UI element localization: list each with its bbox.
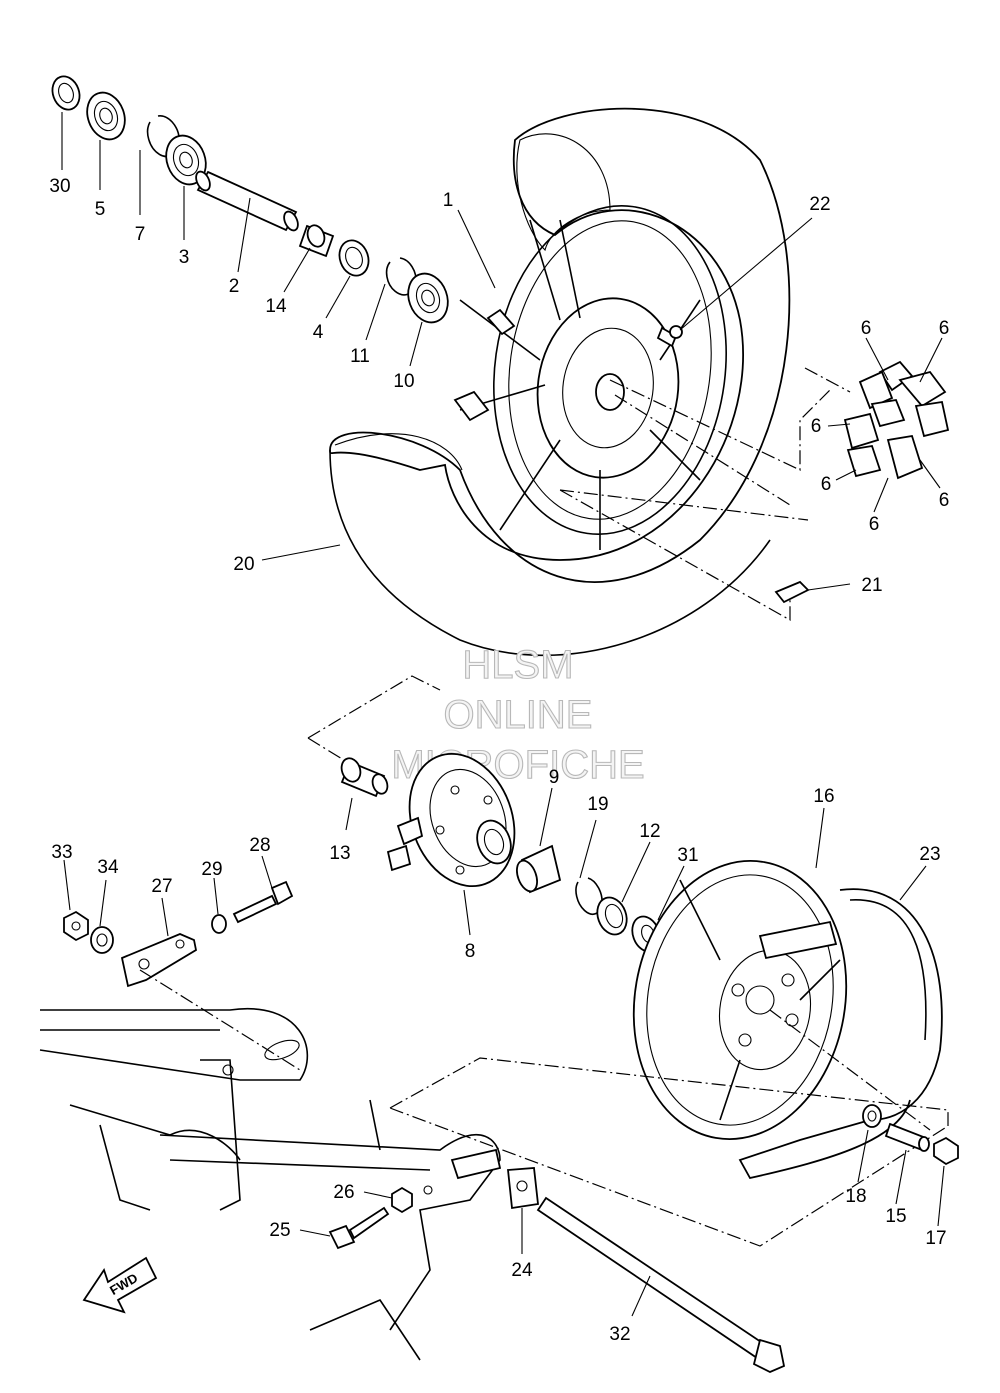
callout-23: 23 [919,844,940,865]
callout-10: 10 [393,371,414,392]
callout-6-e: 6 [869,514,880,535]
callout-6-c: 6 [811,416,822,437]
fwd-arrow: FWD [82,1256,158,1314]
part-10-bearing [407,272,449,324]
callout-15: 15 [885,1206,906,1227]
axle-hardware [299,1104,959,1373]
pulley-group [389,807,949,1247]
callout-30: 30 [49,176,70,197]
callout-26: 26 [333,1182,354,1203]
callout-labels: 30 5 7 3 2 14 4 11 10 1 22 6 6 6 6 6 6 2… [49,176,949,1345]
part-3-bearing [165,134,207,186]
callout-12: 12 [639,821,660,842]
part-17-nut [933,1136,959,1166]
callout-28: 28 [249,835,270,856]
part-34-washer [90,926,114,954]
part-5-bearing [86,91,126,141]
callout-6-f: 6 [939,490,950,511]
callout-2: 2 [229,276,240,297]
part-16-pulley [632,860,848,1140]
part-8-hub [386,752,516,888]
part-22-valve [656,325,683,348]
callout-1: 1 [443,190,454,211]
callout-20: 20 [233,554,254,575]
part-25-bolt [328,1206,390,1250]
callout-4: 4 [313,322,324,343]
part-15-bolt [884,1122,930,1152]
callout-22: 22 [809,194,830,215]
part-33-nut [63,910,89,942]
part-32-axle [536,1196,786,1373]
callout-32: 32 [609,1324,630,1345]
wheel-assembly [261,107,851,657]
callout-3: 3 [179,247,190,268]
callout-34: 34 [97,857,119,878]
part-23-belt [738,888,943,1180]
part-9-bearing [516,844,562,894]
part-2-spacer-tube [195,170,299,232]
part-21-balance-weight [774,580,810,604]
callout-18: 18 [845,1186,866,1207]
part-4-needle-bearing [338,239,370,277]
callout-25: 25 [269,1220,290,1241]
callout-6-d: 6 [821,474,832,495]
callout-9: 9 [549,767,560,788]
part-14-collar [298,224,335,258]
part-28-bolt [232,880,294,924]
callout-17: 17 [925,1228,946,1249]
callout-16: 16 [813,786,834,807]
part-27-brake-stay [120,933,198,988]
callout-14: 14 [265,296,287,317]
callout-33: 33 [51,842,72,863]
callout-27: 27 [151,876,172,897]
brake-stay-group [63,855,301,1071]
callout-6-b: 6 [939,318,950,339]
part-1-wheel [453,205,727,550]
callout-21: 21 [861,575,882,596]
part-13-collar [340,757,389,798]
watermark-line-2: ONLINE [444,693,593,737]
callout-5: 5 [95,199,106,220]
part-18-washer [862,1104,882,1128]
callout-31: 31 [677,845,698,866]
part-30-oil-seal [51,75,81,111]
callout-11: 11 [350,346,370,367]
part-19-circlip [575,877,603,915]
watermark-line-1: HLSM [462,643,573,687]
callout-7: 7 [135,224,146,245]
callout-8: 8 [465,941,476,962]
part-29-washer [211,914,227,934]
part-26-nut [391,1186,413,1214]
callout-6-a: 6 [861,318,872,339]
callout-29: 29 [201,859,222,880]
part-24-adjuster-plate [507,1167,539,1210]
part-12-collar [596,896,628,936]
swingarm [39,1007,502,1361]
callout-24: 24 [511,1260,533,1281]
hub-group [307,675,685,953]
callout-13: 13 [329,843,350,864]
part-6-dampers [827,337,950,513]
upper-bearing-group [51,75,449,367]
callout-19: 19 [587,794,608,815]
